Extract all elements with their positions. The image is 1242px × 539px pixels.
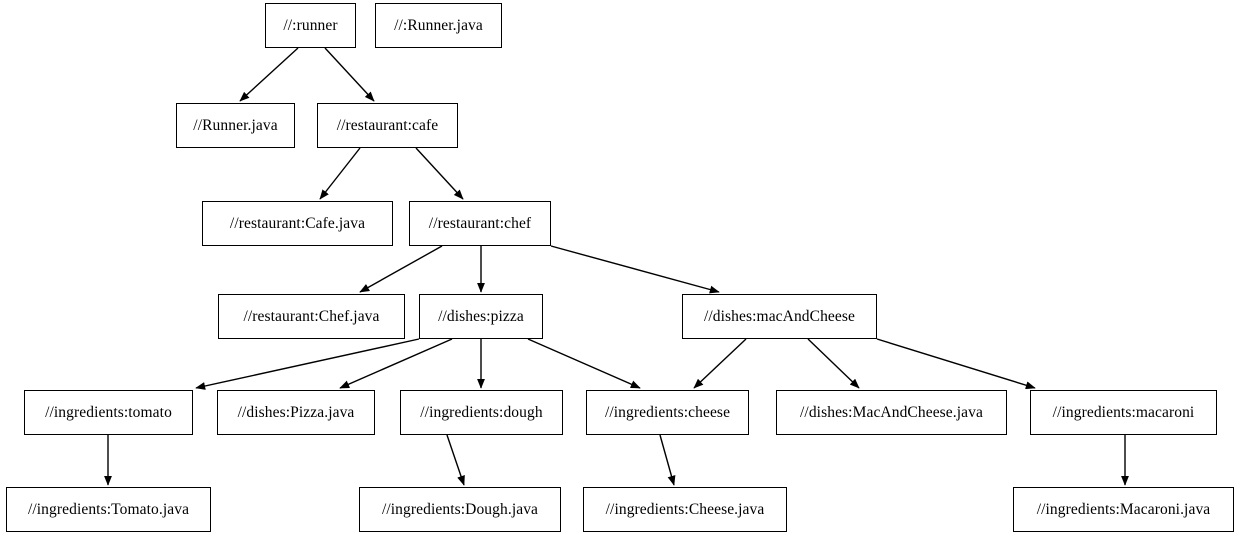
graph-node-macaroni[interactable]: //ingredients:macaroni [1030,390,1217,435]
graph-node-label: //ingredients:dough [420,403,543,421]
graph-node-label: //ingredients:Macaroni.java [1036,500,1211,518]
graph-node-label: //dishes:macAndCheese [703,307,856,325]
graph-node-label: //Runner.java [193,116,278,134]
graph-node-pizza_java[interactable]: //dishes:Pizza.java [217,390,375,435]
graph-edge-mac_and_cheese-to-macaroni [876,338,1036,390]
graph-edge-runner-to-cafe [324,47,375,102]
graph-node-label: //ingredients:Cheese.java [605,500,765,518]
graph-node-pizza[interactable]: //dishes:pizza [419,294,543,339]
graph-edge-pizza-to-pizza_java [339,338,453,389]
graph-edge-mac_and_cheese-to-cheese [693,338,747,389]
graph-node-cheese[interactable]: //ingredients:cheese [586,390,749,435]
graph-node-tomato[interactable]: //ingredients:tomato [24,390,193,435]
graph-node-chef_java[interactable]: //restaurant:Chef.java [218,294,405,339]
graph-node-cafe[interactable]: //restaurant:cafe [317,103,458,148]
graph-node-dough[interactable]: //ingredients:dough [400,390,563,435]
graph-edge-runner-to-runner_java [239,47,299,102]
graph-node-label: //ingredients:cheese [604,403,731,421]
graph-edge-cafe-to-cafe_java [319,147,361,200]
graph-edge-cafe-to-chef [415,147,464,200]
graph-node-label: //ingredients:Dough.java [381,500,539,518]
graph-edge-dough-to-dough_java [446,434,465,486]
graph-node-chef[interactable]: //restaurant:chef [409,201,551,246]
graph-node-label: //:Runner.java [394,16,483,34]
graph-edge-pizza-to-cheese [527,338,641,389]
graph-node-label: //ingredients:macaroni [1052,403,1195,421]
graph-node-label: //restaurant:cafe [336,116,439,134]
graph-node-label: //restaurant:Cafe.java [229,214,366,232]
graph-node-label: //dishes:pizza [438,307,524,325]
graph-node-label: //:runner [283,16,338,34]
graph-node-cafe_java[interactable]: //restaurant:Cafe.java [202,201,393,246]
graph-node-runner_java_root[interactable]: //:Runner.java [375,3,502,48]
graph-edge-chef-to-chef_java [359,245,443,293]
graph-node-label: //ingredients:Tomato.java [27,500,190,518]
graph-edge-cheese-to-cheese_java [659,434,676,486]
graph-node-mac_and_cheese[interactable]: //dishes:macAndCheese [682,294,877,339]
graph-edge-chef-to-mac_and_cheese [550,245,720,294]
graph-edge-mac_and_cheese-to-mac_cheese_java [807,338,860,389]
graph-node-tomato_java[interactable]: //ingredients:Tomato.java [6,487,211,532]
graph-node-macaroni_java[interactable]: //ingredients:Macaroni.java [1013,487,1234,532]
graph-node-dough_java[interactable]: //ingredients:Dough.java [359,487,561,532]
graph-node-label: //restaurant:chef [428,214,532,232]
graph-edge-pizza-to-tomato [195,338,420,390]
graph-node-mac_cheese_java[interactable]: //dishes:MacAndCheese.java [776,390,1007,435]
graph-node-label: //restaurant:Chef.java [243,307,380,325]
graph-node-runner[interactable]: //:runner [265,3,356,48]
graph-node-label: //ingredients:tomato [45,403,172,421]
graph-node-label: //dishes:Pizza.java [237,403,355,421]
graph-node-cheese_java[interactable]: //ingredients:Cheese.java [583,487,787,532]
graph-node-label: //dishes:MacAndCheese.java [800,403,983,421]
graph-node-runner_java[interactable]: //Runner.java [176,103,295,148]
